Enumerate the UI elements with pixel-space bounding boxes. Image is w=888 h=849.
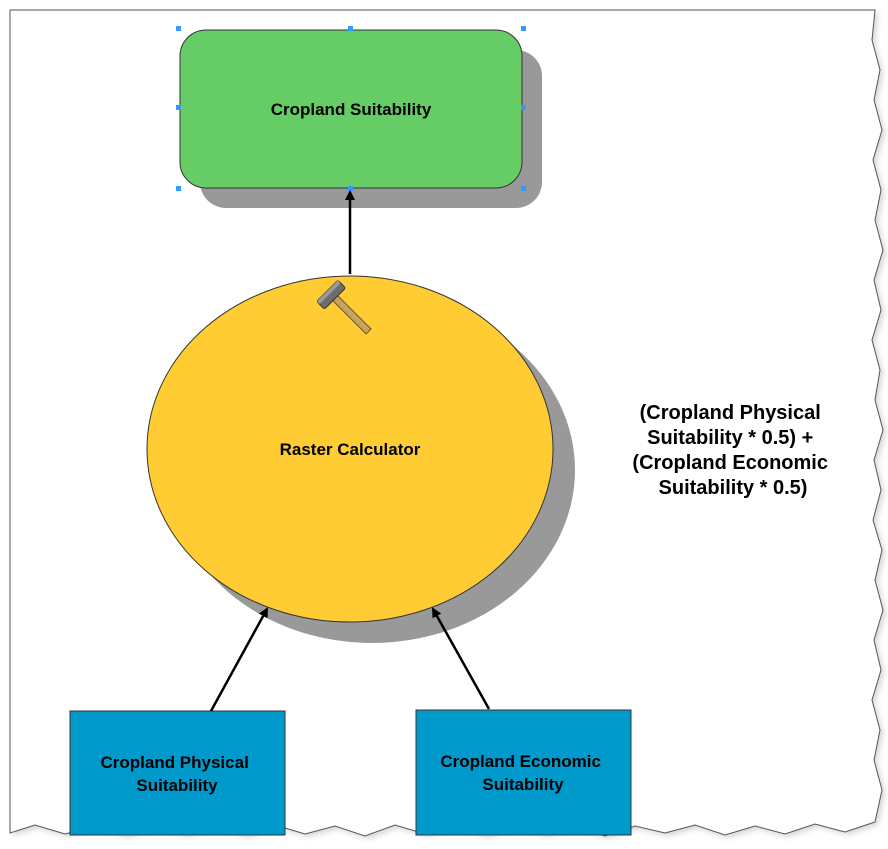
connector-physical-to-tool[interactable]: [209, 607, 269, 712]
input-node-label-line-1: Cropland Physical: [100, 753, 248, 772]
input-node-label-line-1: Cropland Economic: [440, 752, 601, 771]
input-node-label-line-2: Suitability: [482, 775, 564, 794]
tool-node-shape: [146, 275, 554, 623]
output-node-label: Cropland Suitability: [271, 100, 432, 119]
selection-handle-top-left[interactable]: [176, 26, 181, 31]
expression-line-3: (Cropland Economic: [632, 452, 828, 474]
expression-line-4: Suitability * 0.5): [659, 477, 808, 499]
tool-node-raster-calculator[interactable]: Raster Calculator: [146, 275, 575, 643]
selection-handles[interactable]: [176, 26, 526, 191]
input-node-shape: [415, 709, 632, 836]
hammer-icon: [316, 280, 372, 335]
tool-node-label: Raster Calculator: [280, 440, 421, 459]
input-node-label-line-2: Suitability: [136, 776, 218, 795]
selection-handle-middle-left[interactable]: [176, 105, 181, 110]
expression-line-1: (Cropland Physical: [640, 402, 821, 424]
input-node-cropland-physical-suitability[interactable]: Cropland Physical Suitability: [69, 710, 286, 836]
input-node-shape: [69, 710, 286, 836]
selection-handle-top-right[interactable]: [521, 26, 526, 31]
input-node-label: Cropland Economic Suitability: [440, 752, 605, 794]
connector-economic-to-tool[interactable]: [431, 607, 491, 710]
selection-handle-bottom-left[interactable]: [176, 186, 181, 191]
connectors: [209, 190, 491, 712]
output-node-cropland-suitability[interactable]: Cropland Suitability: [179, 29, 542, 208]
selection-handle-bottom-right[interactable]: [521, 186, 526, 191]
input-node-label: Cropland Physical Suitability: [100, 753, 253, 795]
expression-line-2: Suitability * 0.5) +: [647, 427, 813, 449]
expression-annotation: (Cropland Physical Suitability * 0.5) + …: [632, 402, 833, 499]
selection-handle-bottom-center[interactable]: [348, 186, 353, 191]
input-node-cropland-economic-suitability[interactable]: Cropland Economic Suitability: [415, 709, 632, 836]
selection-handle-top-center[interactable]: [348, 26, 353, 31]
selection-handle-middle-right[interactable]: [521, 105, 526, 110]
